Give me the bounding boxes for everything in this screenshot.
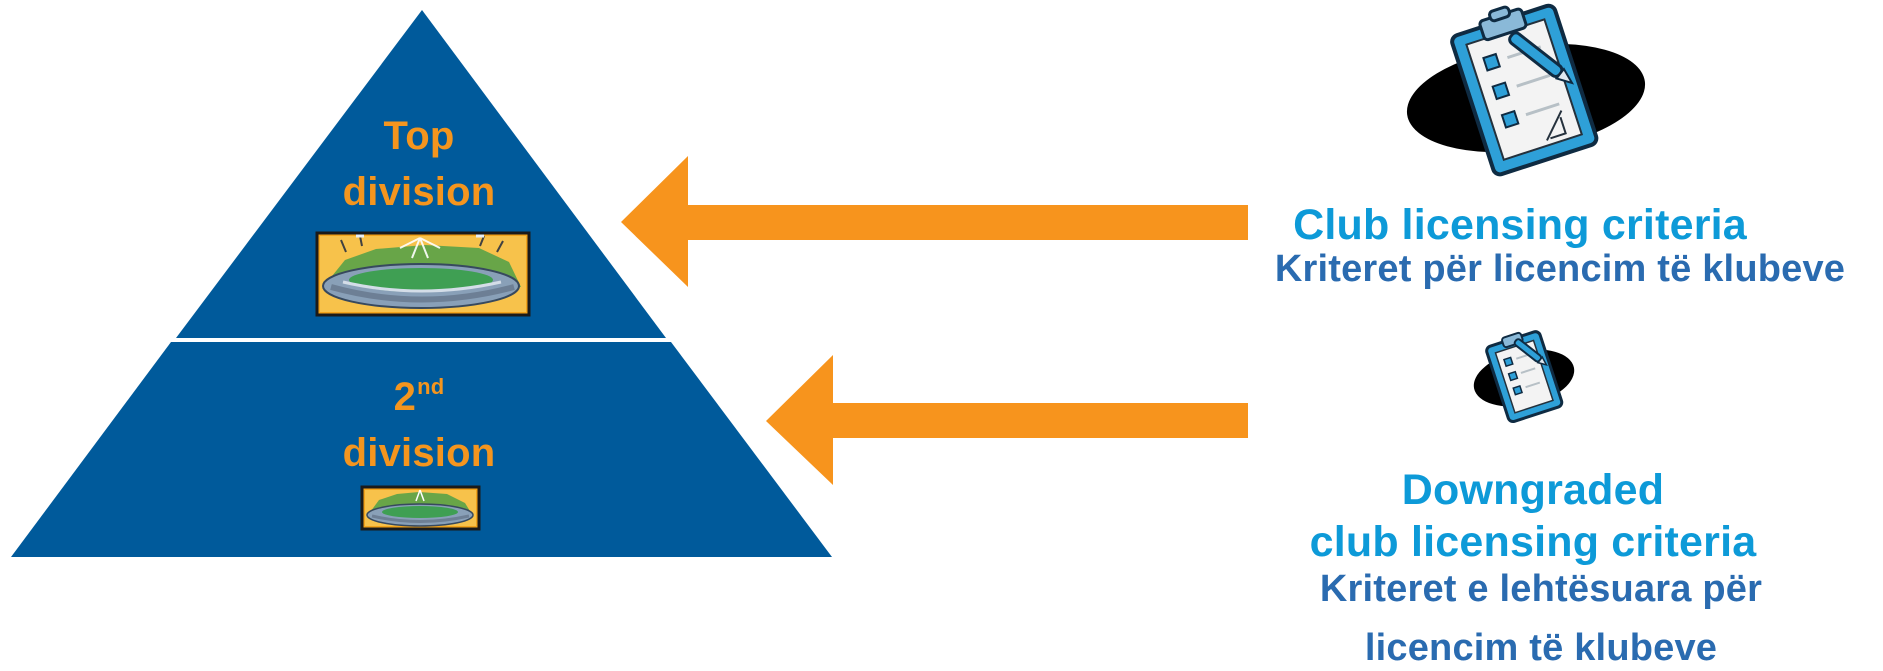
clipboard-checklist-small-icon <box>1469 327 1580 423</box>
second-division-number-line: 2nd <box>289 359 549 425</box>
clipboard-checklist-icon <box>1400 0 1652 176</box>
downgraded-criteria-subtitle-line2: licencim të klubeve <box>1261 625 1821 671</box>
top-division-label: Top division <box>289 108 549 220</box>
top-division-line2: division <box>289 164 549 220</box>
stadium-small-icon <box>362 487 479 529</box>
club-licensing-criteria-subtitle: Kriteret për licencim të klubeve <box>1237 246 1883 292</box>
stadium-icon <box>317 233 529 315</box>
downgraded-criteria-title-line1: Downgraded <box>1283 465 1783 515</box>
arrow-to-top-division <box>621 156 1248 287</box>
club-licensing-criteria-title: Club licensing criteria <box>1240 200 1800 250</box>
top-division-line1: Top <box>289 108 549 164</box>
second-division-line2: division <box>289 425 549 481</box>
second-division-number: 2 <box>394 375 416 419</box>
downgraded-criteria-subtitle-line1: Kriteret e lehtësuara për <box>1261 566 1821 612</box>
second-division-suffix: nd <box>417 374 444 399</box>
downgraded-criteria-title-line2: club licensing criteria <box>1243 517 1823 567</box>
second-division-label: 2nd division <box>289 359 549 481</box>
arrow-to-second-division <box>766 355 1248 485</box>
